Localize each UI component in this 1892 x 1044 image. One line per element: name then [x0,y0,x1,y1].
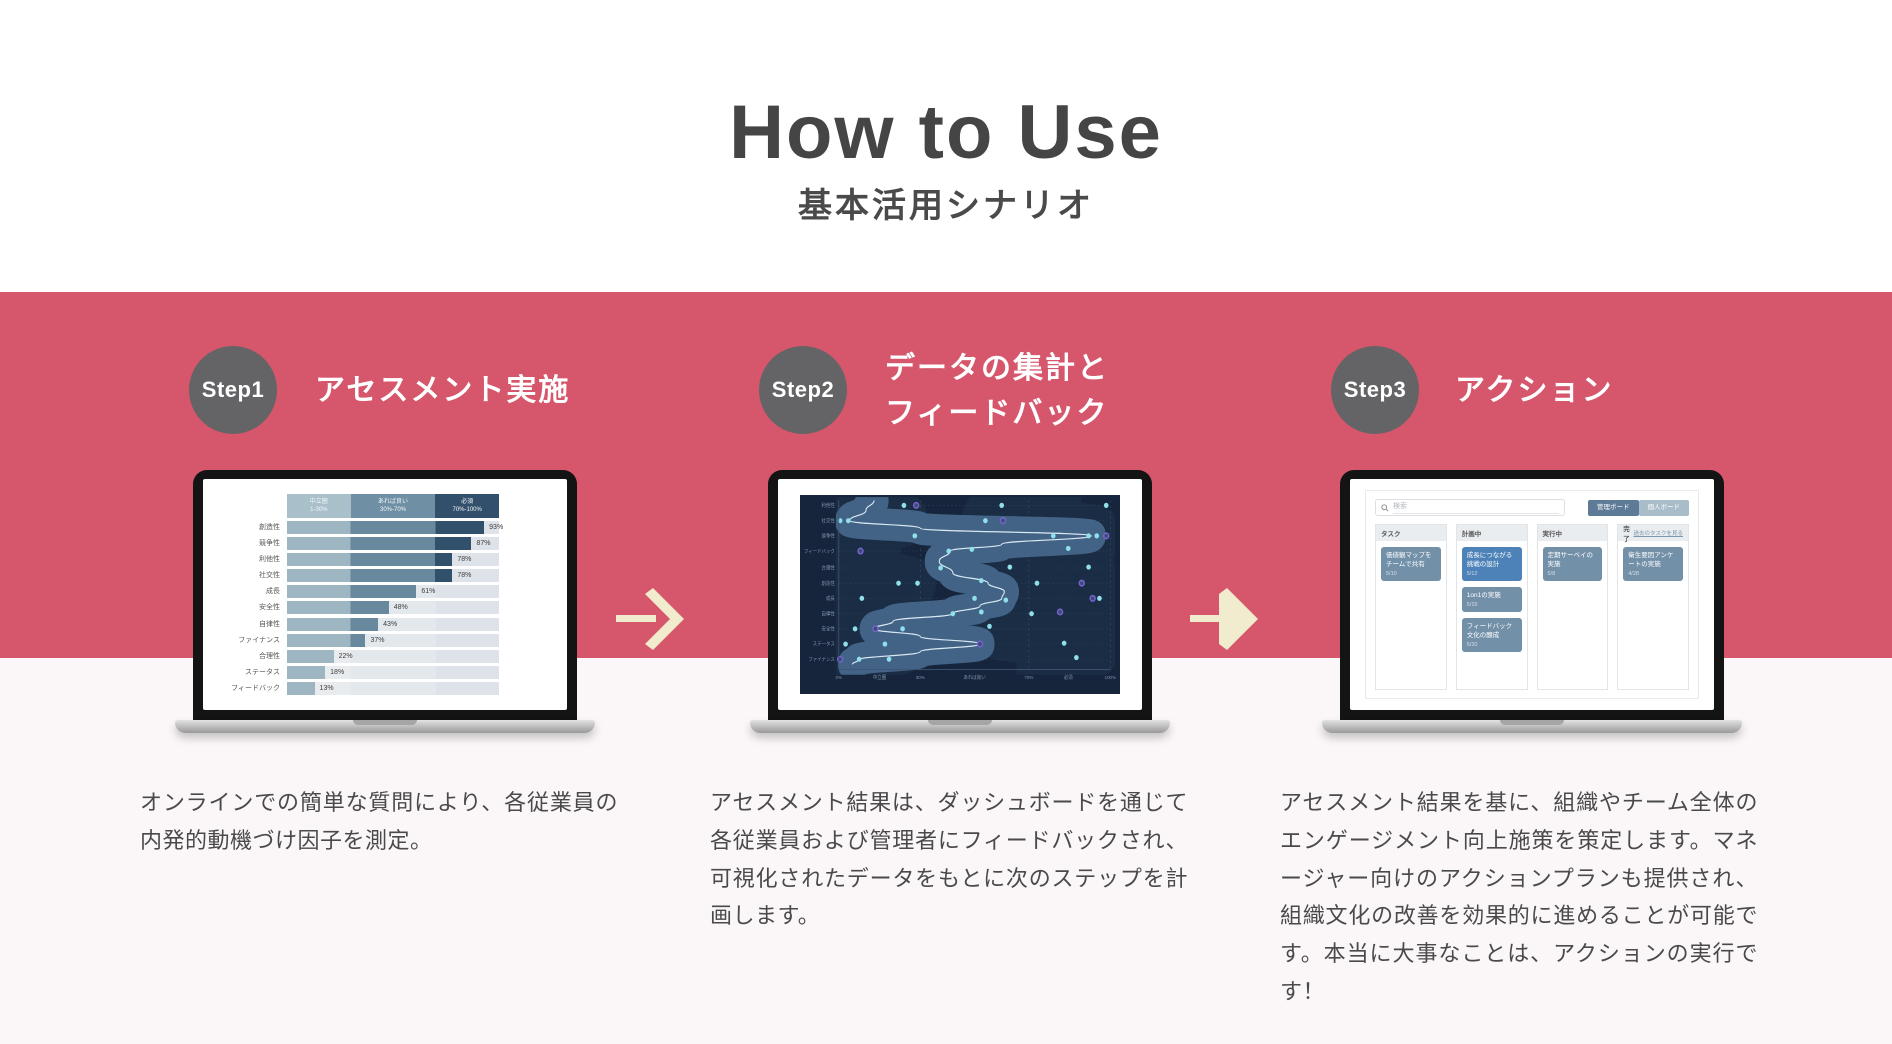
step1-description: オンラインでの簡単な質問により、各従業員の内発的動機づけ因子を測定。 [140,790,618,853]
page-title: How to Use [729,89,1163,175]
svg-text:100%: 100% [1105,675,1116,680]
kanban-column-header: タスク [1376,525,1446,541]
svg-text:70%: 70% [1024,675,1033,680]
step2-description: アセスメント結果は、ダッシュボードを通じて各従業員および管理者にフィードバックさ… [710,790,1188,929]
svg-text:フィードバック: フィードバック [804,549,835,555]
step3-title: アクション [1455,374,1614,407]
search-icon [1381,503,1389,512]
svg-text:必須: 必須 [1064,674,1073,681]
kanban-toolbar: 検索 管理ボード 個人ボード [1375,499,1689,516]
svg-text:0%: 0% [836,675,842,680]
search-placeholder: 検索 [1393,501,1559,514]
page-subtitle: 基本活用シナリオ [798,187,1094,225]
svg-text:ステータス: ステータス [813,641,836,648]
kanban-column-header: 計画中 [1456,525,1527,541]
board-button-admin: 管理ボード [1588,499,1639,516]
step1-title: アセスメント実施 [315,374,571,407]
kanban-archive-link: 過去のタスクを見る [1633,531,1683,537]
kanban-column-header: 完了過去のタスクを見る [1618,525,1688,543]
step2-title: データの集計と フィードバック [885,352,1109,430]
laptop-notch [928,720,992,725]
svg-text:30%: 30% [916,675,925,680]
laptop-mockup-dashboard: 利他性社交性競争性フィードバック合理性創造性成長自律性安全性ステータスファイナン… [750,470,1170,738]
laptop-base [750,720,1170,733]
step3-badge: Step3 [1331,346,1419,434]
laptop-notch [1500,720,1564,725]
kanban-column-header: 実行中 [1537,525,1608,541]
kanban-view-buttons: 管理ボード 個人ボード [1588,499,1689,516]
arrow-right-icon [612,586,690,658]
arrow-right-icon [1186,586,1264,658]
svg-text:競争性: 競争性 [822,532,836,539]
step1-badge: Step1 [189,346,277,434]
dashboard-chart: 利他性社交性競争性フィードバック合理性創造性成長自律性安全性ステータスファイナン… [800,495,1120,694]
svg-text:中立圏: 中立圏 [873,674,887,681]
laptop-screen: 利他性社交性競争性フィードバック合理性創造性成長自律性安全性ステータスファイナン… [768,470,1152,722]
laptop-base [1322,720,1742,733]
svg-text:あれば良い: あれば良い [963,674,986,681]
svg-text:安全性: 安全性 [822,625,836,632]
svg-text:ファイナンス: ファイナンス [808,657,835,663]
svg-text:社交性: 社交性 [822,517,836,524]
step2-badge: Step2 [759,346,847,434]
board-button-personal: 個人ボード [1638,499,1689,516]
svg-text:創造性: 創造性 [822,580,836,587]
laptop-display: 利他性社交性競争性フィードバック合理性創造性成長自律性安全性ステータスファイナン… [778,479,1142,710]
svg-text:合理性: 合理性 [822,564,836,571]
svg-text:成長: 成長 [826,595,835,602]
kanban-search: 検索 [1375,499,1565,516]
svg-text:利他性: 利他性 [822,502,836,509]
step3-description: アセスメント結果を基に、組織やチーム全体のエンゲージメント向上施策を策定します。… [1280,790,1758,1005]
laptop-notch [353,720,417,725]
laptop-base [175,720,595,733]
svg-text:自律性: 自律性 [822,610,836,617]
